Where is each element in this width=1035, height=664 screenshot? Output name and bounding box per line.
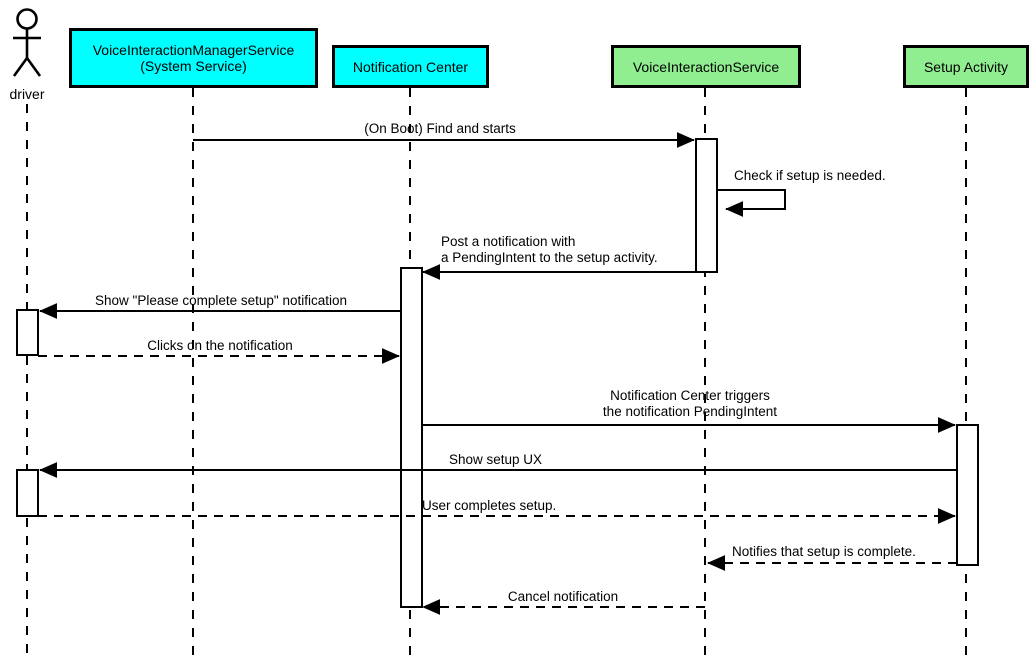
- actor-stick-figure: [12, 8, 42, 77]
- message-label-notification-center-triggers-pendingintent: Notification Center triggers the notific…: [602, 388, 778, 419]
- message-arrow-msg-2: [717, 189, 786, 217]
- message-label-clicks-on-the-notification: Clicks on the notification: [147, 338, 293, 353]
- participant-box-voiceinteractionservice[interactable]: VoiceInteractionService: [611, 45, 801, 88]
- message-label-cancel-notification: Cancel notification: [507, 589, 619, 604]
- message-label-check-if-setup-is-needed: Check if setup is needed.: [734, 168, 886, 183]
- message-arrows-group: [38, 132, 957, 615]
- participant-box-setup-activity[interactable]: Setup Activity: [903, 45, 1029, 88]
- message-label-user-completes-setup: User completes setup.: [422, 498, 557, 513]
- actor-head: [16, 8, 38, 30]
- activation-bar-driver: [16, 309, 39, 356]
- activation-bars-group: [16, 138, 979, 608]
- actor-leg-right: [25, 57, 42, 77]
- actor-leg-left: [12, 57, 29, 77]
- message-label-show-setup-ux: Show setup UX: [449, 452, 543, 467]
- participant-box-voiceinteractionmanagerservice[interactable]: VoiceInteractionManagerService (System S…: [69, 28, 318, 88]
- activation-bar-vis: [695, 138, 718, 273]
- activation-bar-setup_activity: [956, 424, 979, 566]
- message-label-on-boot-find-and-starts: (On Boot) Find and starts: [364, 121, 516, 136]
- message-label-post-a-notification: Post a notification with a PendingIntent…: [441, 234, 658, 265]
- actor-label-driver: driver: [9, 86, 45, 102]
- participant-box-notification-center[interactable]: Notification Center: [332, 45, 489, 88]
- message-label-show-please-complete-setup-notification: Show "Please complete setup" notificatio…: [95, 293, 347, 308]
- activation-bar-notification_center: [400, 267, 423, 608]
- activation-bar-driver: [16, 469, 39, 517]
- message-label-notifies-that-setup-is-complete: Notifies that setup is complete.: [732, 544, 916, 559]
